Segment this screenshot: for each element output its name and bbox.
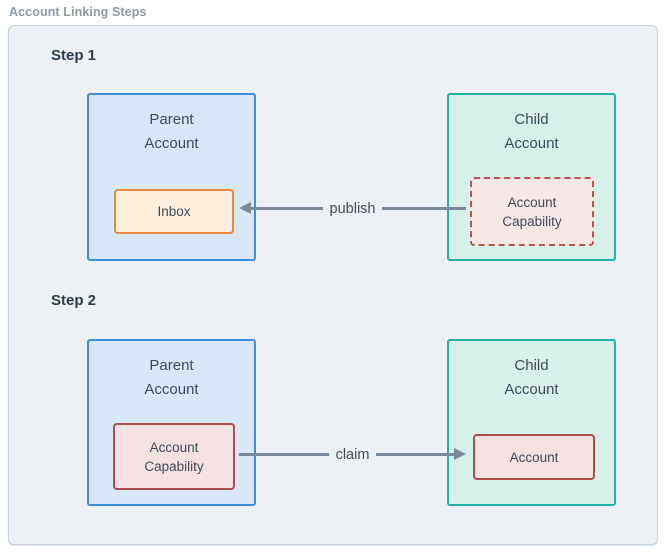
claim-arrow-label: claim	[328, 446, 377, 464]
step1-label: Step 1	[51, 47, 97, 64]
step1-child-account-node: Child Account Account Capability	[447, 93, 616, 261]
step2-account-node: Account	[473, 434, 595, 480]
claim-arrowhead-icon	[454, 448, 466, 460]
step2-account-capability-node: Account Capability	[113, 423, 235, 490]
step2-account-label: Account	[509, 449, 559, 465]
diagram-container: Step 1 Parent Account Inbox Child Accoun…	[8, 25, 658, 545]
claim-arrow: claim	[239, 446, 466, 464]
step1-child-account-title: Child Account	[504, 111, 559, 152]
step2-parent-account-node: Parent Account Account Capability	[87, 339, 256, 506]
publish-arrow: publish	[239, 200, 466, 218]
step2-label: Step 2	[51, 292, 97, 309]
step2-account-capability-label: Account Capability	[144, 439, 204, 474]
step1-account-capability-node: Account Capability	[470, 177, 594, 246]
publish-arrow-label: publish	[322, 200, 383, 218]
step1-parent-account-title: Parent Account	[144, 111, 199, 152]
diagram-frame-title: Account Linking Steps	[9, 5, 147, 19]
step1-parent-account-node: Parent Account Inbox	[87, 93, 256, 261]
step2-child-account-node: Child Account Account	[447, 339, 616, 506]
step1-inbox-label: Inbox	[157, 204, 191, 219]
publish-arrowhead-icon	[239, 202, 251, 214]
step2-parent-account-title: Parent Account	[144, 357, 199, 398]
step1-account-capability-label: Account Capability	[502, 194, 562, 229]
step2-child-account-title: Child Account	[504, 357, 559, 398]
step1-inbox-node: Inbox	[114, 189, 234, 234]
